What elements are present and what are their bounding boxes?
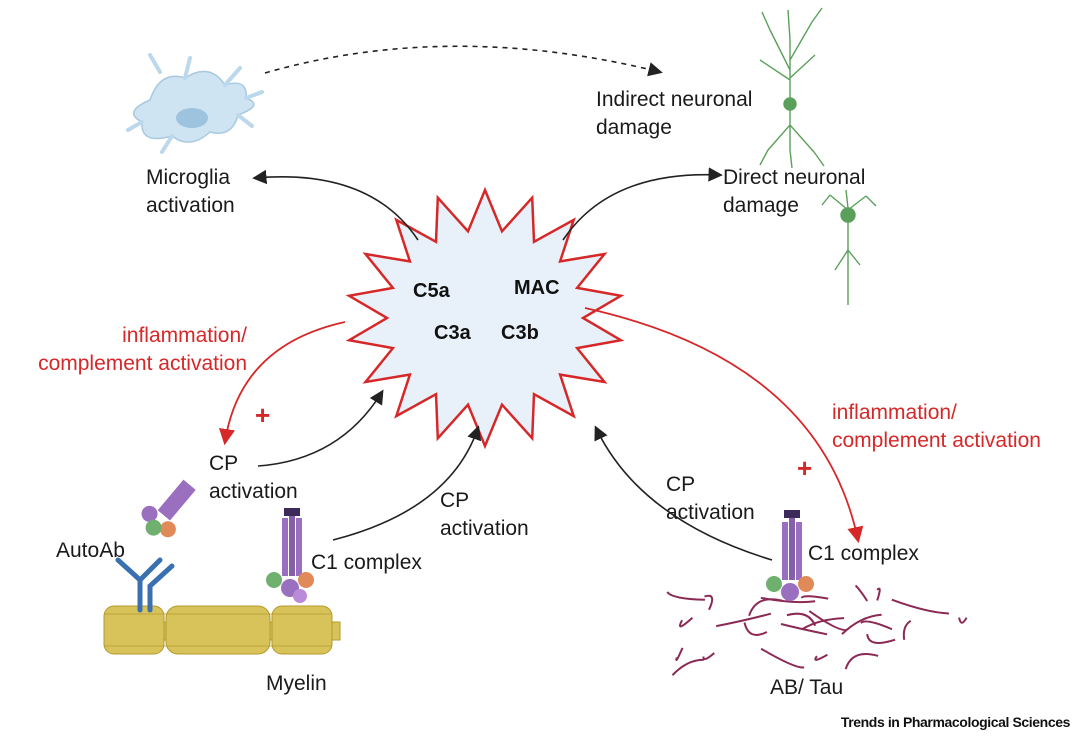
c1-complex-autoab-icon	[141, 479, 196, 538]
c1-complex-plaque-icon	[766, 510, 814, 601]
cp-activation-right-label-1: CP	[666, 473, 695, 496]
complement-starburst	[345, 186, 625, 450]
plaque-fibrils	[666, 584, 968, 676]
microglia-activation-label-1: Microglia	[146, 166, 230, 189]
ab-tau-label: AB/ Tau	[770, 676, 843, 699]
inflammation-left-label-2: complement activation	[38, 352, 247, 375]
c3b-label: C3b	[501, 322, 539, 344]
microglia-cell-icon	[126, 53, 264, 154]
neuron-top-icon	[759, 7, 825, 169]
antibody-icon	[115, 557, 175, 613]
inflammation-right-label-2: complement activation	[832, 429, 1041, 452]
neuron-bottom-icon	[821, 189, 877, 305]
autoab-label: AutoAb	[56, 539, 125, 562]
c3a-label: C3a	[434, 322, 472, 344]
arrow-cp-left-to-core	[257, 389, 384, 467]
arrow-core-to-direct-damage	[562, 167, 723, 241]
dashed-arrow-microglia-to-indirect	[264, 45, 663, 77]
c1-complex-right-label: C1 complex	[808, 542, 919, 565]
indirect-damage-label-2: damage	[596, 116, 672, 139]
c1-complex-left-label: C1 complex	[311, 551, 422, 574]
indirect-damage-label-1: Indirect neuronal	[596, 88, 752, 111]
cp-activation-left-label-1: CP	[209, 452, 238, 475]
arrow-cp-right-to-core	[594, 425, 773, 561]
c5a-label: C5a	[413, 280, 451, 302]
cp-activation-left-label-2: activation	[209, 480, 298, 503]
cp-activation-right-label-2: activation	[666, 501, 755, 524]
inflammation-right-label-1: inflammation/	[832, 401, 957, 424]
c1-complex-myelin-icon	[266, 508, 314, 603]
arrow-cp-mid-to-core	[332, 425, 482, 541]
plus-left: +	[255, 400, 270, 430]
red-arrow-left-inflammation	[218, 321, 346, 446]
ab-tau-plaque-icon	[666, 584, 968, 676]
inflammation-left-label-1: inflammation/	[122, 324, 247, 347]
arrow-core-to-microglia	[252, 169, 419, 241]
direct-damage-label-2: damage	[723, 194, 799, 217]
mac-label: MAC	[514, 277, 560, 299]
red-arrow-right-inflammation	[584, 307, 864, 544]
plus-right: +	[797, 453, 812, 483]
cp-activation-mid-label-1: CP	[440, 489, 469, 512]
microglia-activation-label-2: activation	[146, 194, 235, 217]
myelin-sheath-icon	[103, 605, 341, 655]
cp-activation-mid-label-2: activation	[440, 517, 529, 540]
direct-damage-label-1: Direct neuronal	[723, 166, 865, 189]
source-credit: Trends in Pharmacological Sciences	[841, 714, 1071, 730]
myelin-label: Myelin	[266, 672, 327, 695]
